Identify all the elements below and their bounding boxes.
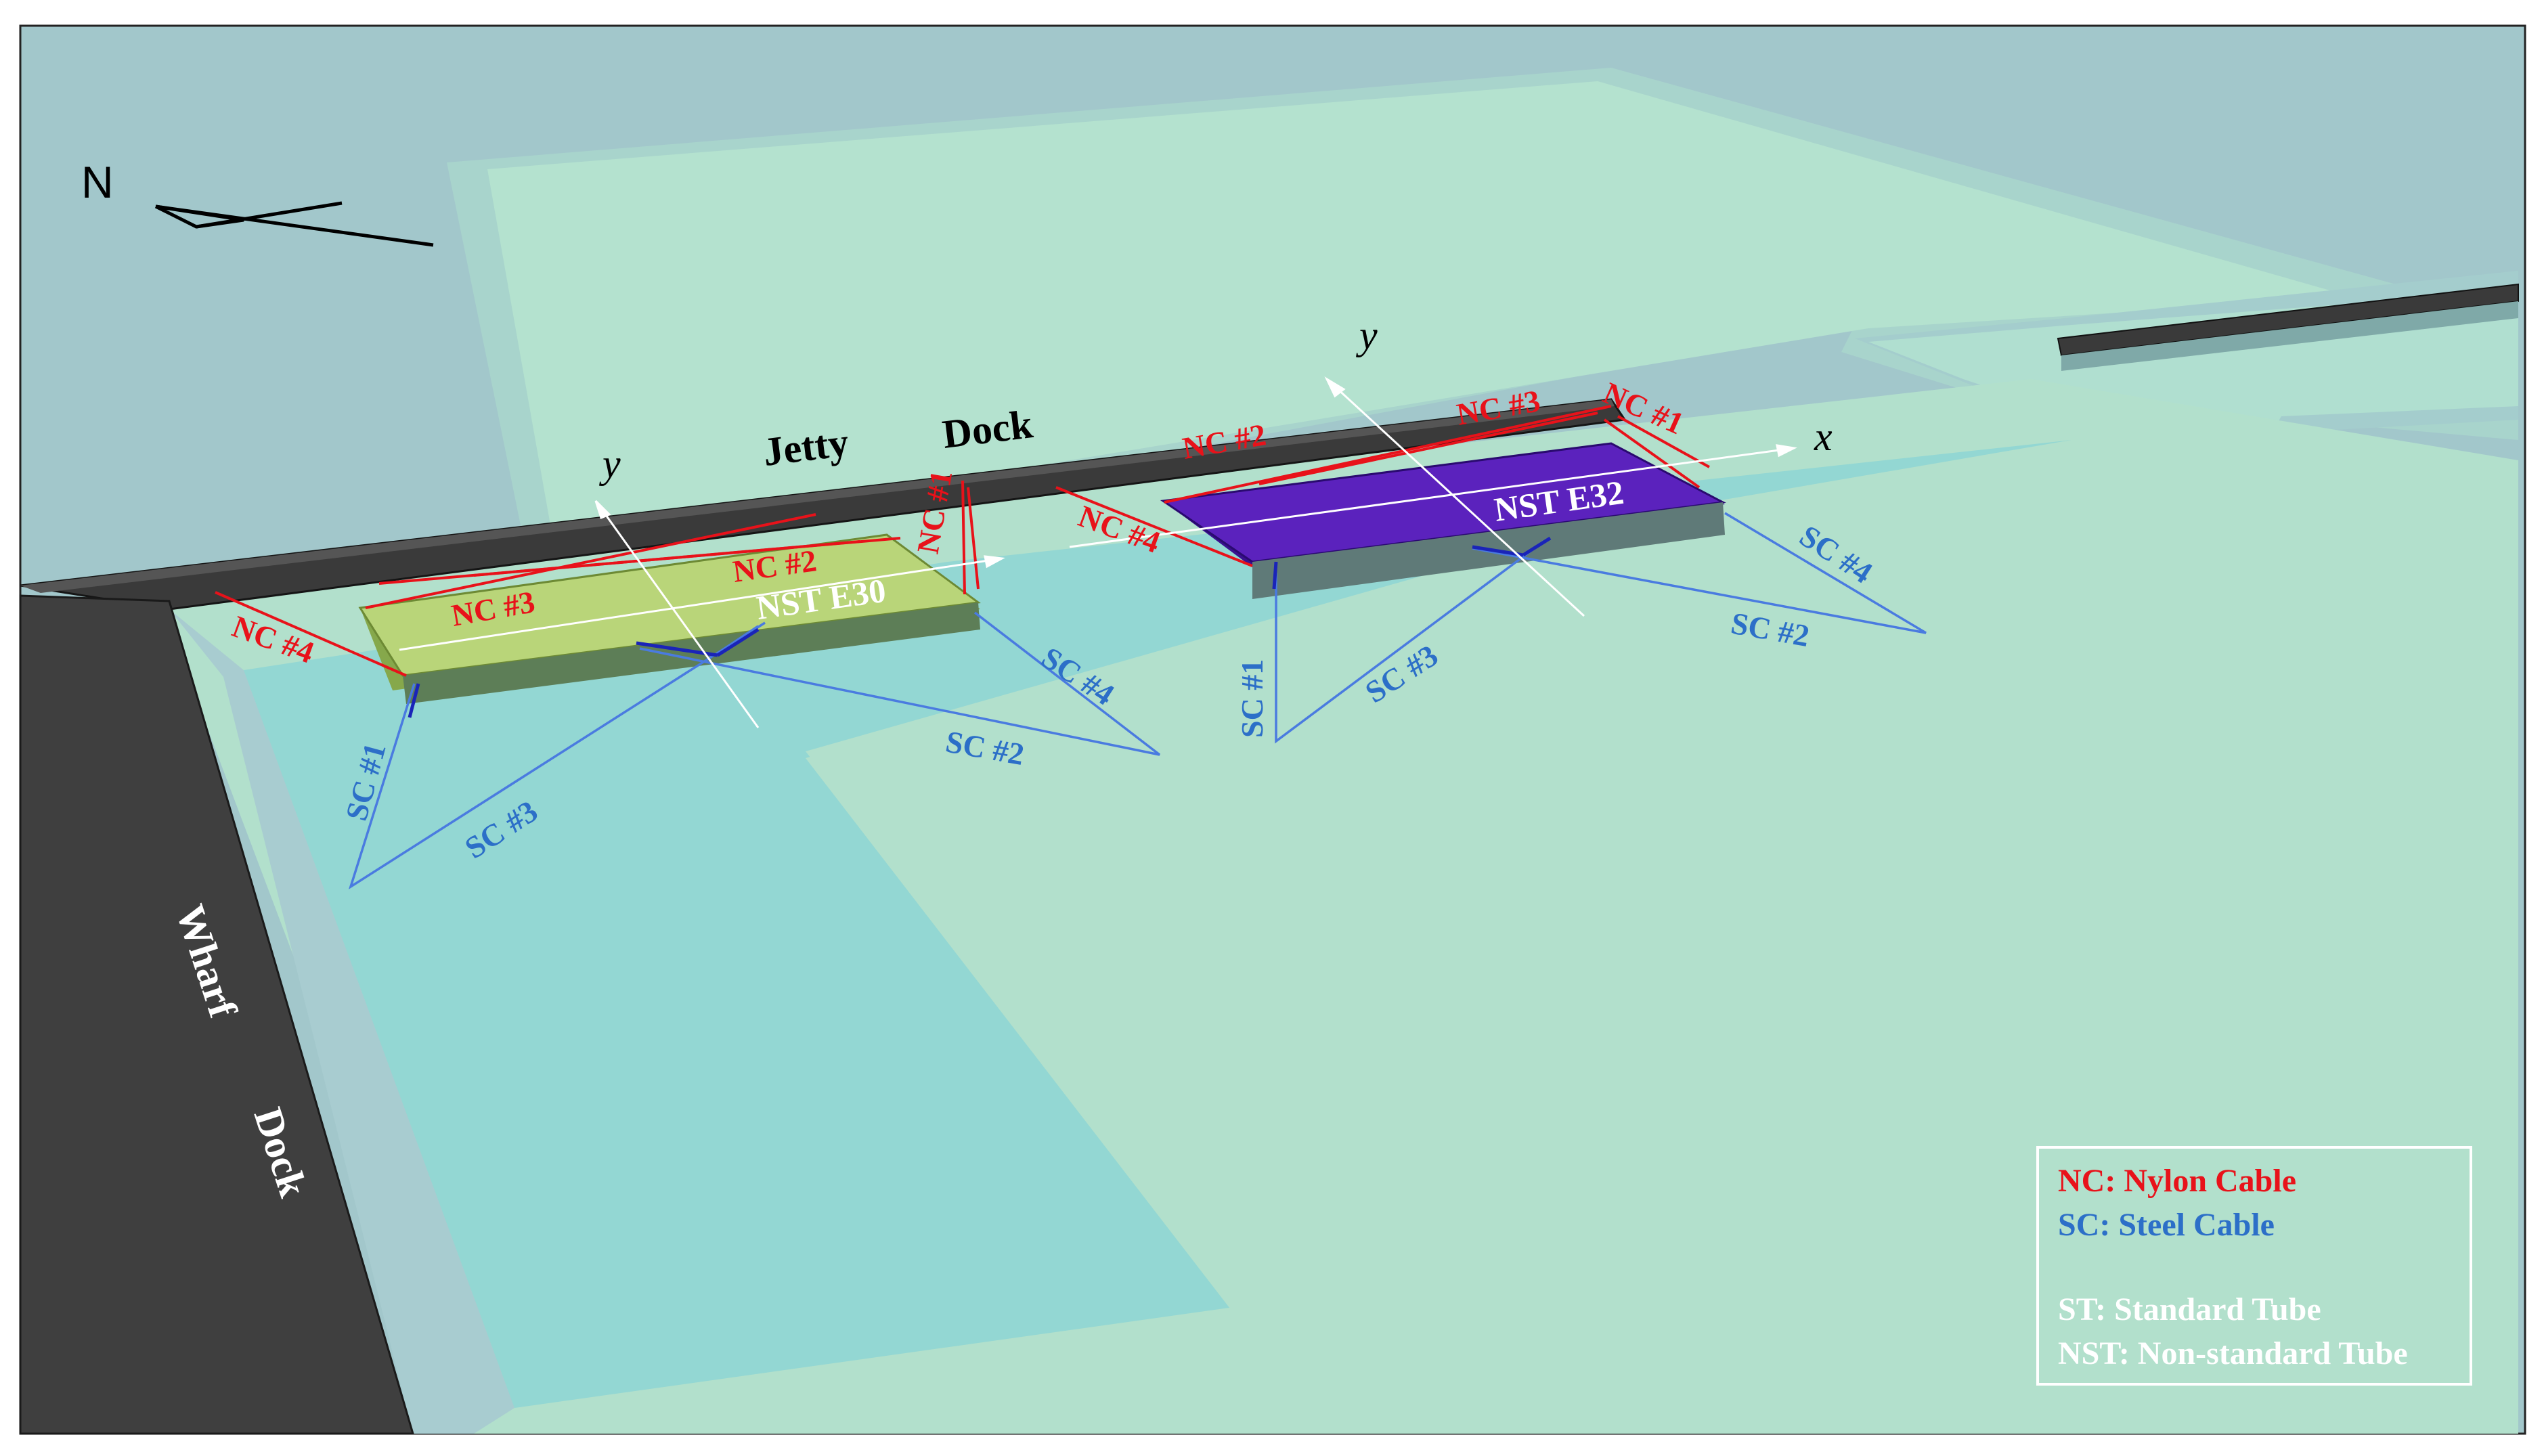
compass-north-label: N: [81, 157, 114, 207]
axes-left: [399, 500, 1005, 728]
upper-light-water: [487, 81, 2356, 552]
right-sc1-label: SC #1: [1235, 659, 1269, 738]
left-y-axis-label: y: [598, 441, 621, 486]
basin: [244, 440, 2071, 1408]
jetty-dock-label: Dock: [940, 401, 1036, 457]
steel-cables-right: [1275, 512, 1927, 744]
wharf-edge-light: [169, 609, 514, 1434]
nylon-cables-right: [1055, 405, 1710, 567]
axes-right: [1069, 376, 1797, 617]
compass-arrow: [154, 201, 434, 247]
jetty-label: Jetty: [761, 420, 852, 475]
legend-nst: NST: Non-standard Tube: [2058, 1336, 2408, 1371]
steel-anchor-stubs-right: [1272, 536, 1552, 590]
legend: NC: Nylon Cable SC: Steel Cable ST: Stan…: [2036, 1146, 2472, 1386]
right-pier-base: [2061, 301, 2518, 371]
legend-sc: SC: Steel Cable: [2058, 1207, 2275, 1243]
legend-nc: NC: Nylon Cable: [2058, 1163, 2296, 1199]
right-x-axis-label: x: [1814, 414, 1833, 459]
legend-box: [2036, 1146, 2472, 1386]
steel-cables-left: [348, 611, 1161, 890]
legend-st: ST: Standard Tube: [2058, 1292, 2321, 1327]
right-y-axis-label: y: [1355, 313, 1378, 357]
jetty-dock-top: [20, 399, 1615, 593]
wharf-dock: [19, 594, 415, 1435]
basin-inner-light: [806, 447, 2518, 1434]
